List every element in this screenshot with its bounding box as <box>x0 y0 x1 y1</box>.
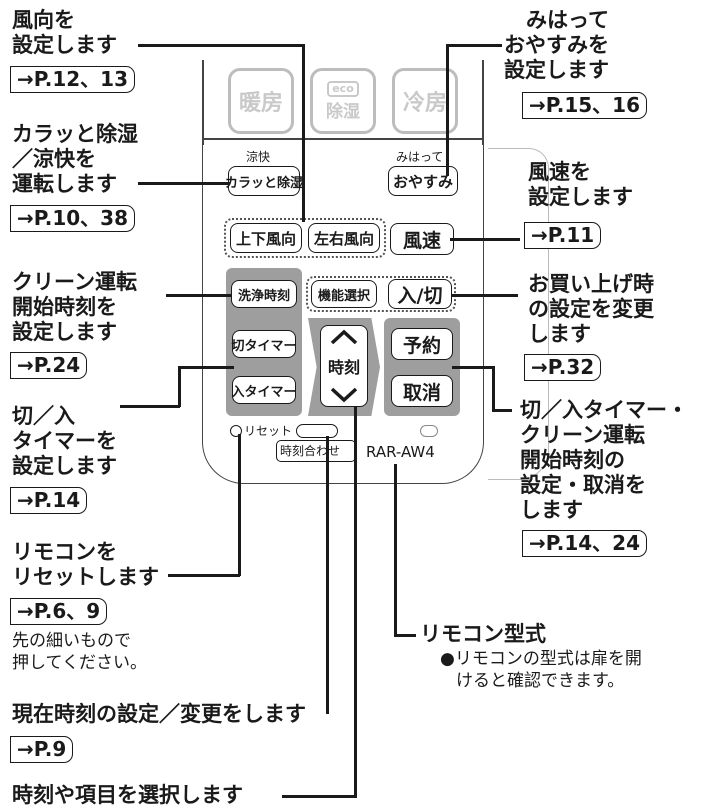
time-updown-button[interactable]: 時刻 <box>320 325 368 407</box>
leader-tc-v <box>492 366 495 411</box>
leader-reset-h <box>168 574 240 577</box>
time-label: 時刻 <box>327 358 360 377</box>
dehumidify-label: 除湿 <box>326 101 360 122</box>
leader-mihatte-h <box>446 44 502 47</box>
heating-button[interactable]: 暖房 <box>228 68 294 134</box>
wind-direction-title: 風向を 設定します <box>12 8 117 57</box>
up-arrow-icon <box>330 329 358 345</box>
model-title: リモコン型式 <box>420 622 546 646</box>
clean-start-title: クリーン運転 開始時刻を 設定します <box>12 270 137 344</box>
cancel-button[interactable]: 取消 <box>391 375 453 407</box>
dehumidify-button[interactable]: eco 除湿 <box>310 68 376 134</box>
leader-reset-v <box>238 434 241 576</box>
purchase-ref: →P.32 <box>524 354 602 381</box>
down-arrow-icon <box>330 387 358 403</box>
leader-tc-h1 <box>452 366 494 369</box>
mihatte-title: みはって おやすみを 設定します <box>504 8 609 82</box>
horizontal-wind-button[interactable]: 左右風向 <box>308 223 380 253</box>
on-timer-button[interactable]: 入タイマー <box>232 376 297 404</box>
fan-speed-ref: →P.11 <box>524 222 602 249</box>
reset-title: リモコンを リセットします <box>12 540 159 589</box>
remote-divider <box>202 138 484 140</box>
function-select-button[interactable]: 機能選択 <box>311 280 377 308</box>
vertical-wind-button[interactable]: 上下風向 <box>230 223 302 253</box>
leader-select-v <box>354 406 357 798</box>
karatto-dehumidify-button[interactable]: カラッと除湿 <box>225 166 303 196</box>
eco-badge: eco <box>327 80 359 97</box>
remote-lid-right <box>482 60 484 145</box>
model-note: リモコンの型式は扉を開 けると確認できます。 <box>440 648 642 692</box>
clock-ref: →P.9 <box>10 736 74 763</box>
leader-clock <box>326 436 329 714</box>
power-on-off-button[interactable]: 入/切 <box>388 279 452 309</box>
leader-model-v <box>394 464 397 636</box>
reset-note: 先の細いもので 押してください。 <box>12 631 147 673</box>
leader-karatto <box>138 182 230 185</box>
select-title: 時刻や項目を選択します <box>12 783 243 807</box>
timer-title: 切／入 タイマーを 設定します <box>12 404 117 478</box>
cool-label: 涼快 <box>246 150 271 164</box>
karatto-ref: →P.10、38 <box>10 205 136 232</box>
leader-timer-h2 <box>178 366 234 369</box>
wash-time-button[interactable]: 洗浄時刻 <box>231 280 297 308</box>
leader-wind-v <box>302 44 305 222</box>
fan-speed-title: 風速を 設定します <box>528 160 633 209</box>
mihatte-ref: →P.15、16 <box>522 92 648 119</box>
reset-hole-icon[interactable] <box>230 425 242 437</box>
fan-speed-button[interactable]: 風速 <box>390 223 454 255</box>
model-note-line2: けると確認できます。 <box>456 671 625 691</box>
timer-cancel-ref: →P.14、24 <box>522 530 648 557</box>
timer-ref: →P.14 <box>10 487 88 514</box>
model-number: RAR-AW4 <box>366 443 435 461</box>
leader-timer-h <box>120 405 180 408</box>
off-timer-button[interactable]: 切タイマー <box>232 330 297 358</box>
reset-ref: →P.6、9 <box>10 598 108 625</box>
clock-set-label: 時刻合わせ <box>280 444 341 458</box>
leader-fan <box>450 238 520 241</box>
remote-open-lid <box>488 148 549 480</box>
leader-mihatte-v <box>446 44 449 176</box>
model-note-line1: リモコンの型式は扉を開 <box>440 648 642 670</box>
reset-label: リセット <box>244 424 293 438</box>
leader-wind-h <box>138 44 304 47</box>
leader-clean <box>166 294 232 297</box>
purchase-title: お買い上げ時 の設定を変更 します <box>528 272 654 346</box>
reserve-button[interactable]: 予約 <box>391 328 453 360</box>
leader-timer-v <box>178 366 181 407</box>
leader-select-h <box>282 795 356 798</box>
remote-lid-left <box>202 60 204 145</box>
leader-purchase <box>452 294 518 297</box>
clean-start-ref: →P.24 <box>10 352 88 379</box>
leader-model-h <box>394 634 416 637</box>
indicator-lamp <box>420 425 438 437</box>
wind-direction-group <box>224 218 386 258</box>
wind-direction-ref: →P.12、13 <box>10 66 136 93</box>
timer-cancel-title: 切／入タイマー・ クリーン運転 開始時刻の 設定・取消を します <box>520 398 688 522</box>
clock-set-switch[interactable] <box>296 424 338 438</box>
karatto-title: カラッと除湿 ／涼快を 運転します <box>12 122 138 196</box>
clock-title: 現在時刻の設定／変更をします <box>12 702 306 726</box>
cooling-button[interactable]: 冷房 <box>392 68 458 134</box>
leader-tc-h2 <box>492 409 512 412</box>
mihatte-label: みはって <box>396 150 444 164</box>
